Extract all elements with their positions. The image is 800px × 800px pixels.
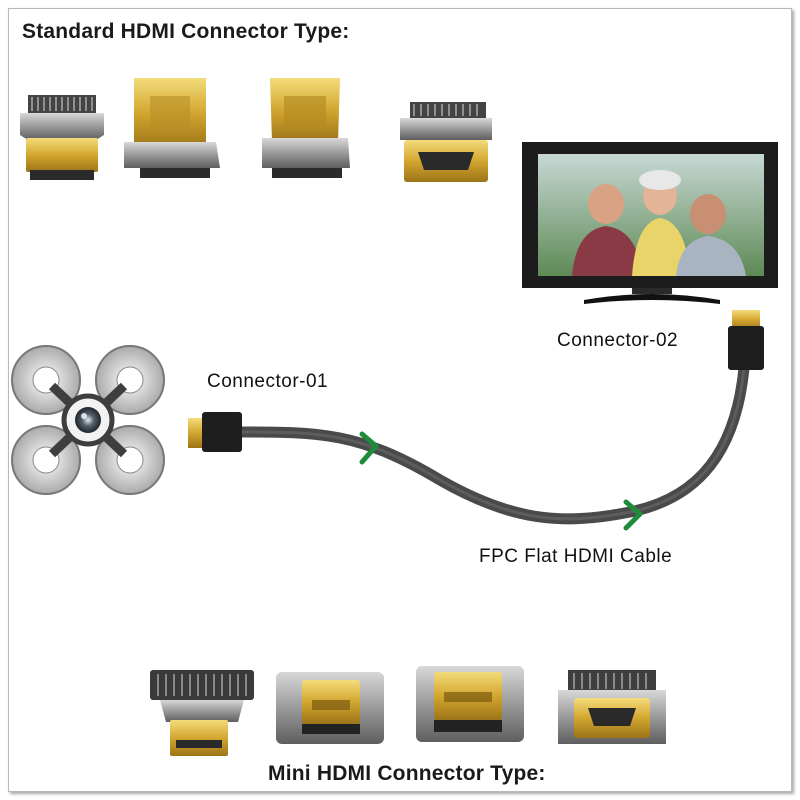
connector-02-label: Connector-02	[557, 330, 679, 351]
mini-connector-4	[558, 670, 666, 744]
cable-label: FPC Flat HDMI Cable	[479, 546, 673, 567]
standard-connector-heading: Standard HDMI Connector Type:	[22, 20, 350, 43]
standard-connector-2	[124, 78, 220, 178]
connector-01-label: Connector-01	[207, 371, 329, 392]
tv-monitor-icon	[522, 142, 778, 304]
mini-connector-2	[276, 672, 384, 744]
quadcopter-drone-icon	[11, 345, 165, 495]
mini-connector-1	[150, 670, 254, 756]
direction-arrow-icon	[359, 431, 379, 465]
standard-connector-4	[400, 102, 492, 182]
mini-connector-3	[416, 666, 524, 742]
connector-01-plug	[188, 412, 242, 452]
standard-connector-3	[262, 78, 350, 178]
direction-arrow-icon	[623, 499, 643, 531]
fpc-flat-cable	[234, 362, 750, 525]
mini-connector-heading: Mini HDMI Connector Type:	[268, 762, 546, 785]
connector-02-plug	[728, 310, 764, 370]
standard-connector-1	[20, 95, 104, 180]
